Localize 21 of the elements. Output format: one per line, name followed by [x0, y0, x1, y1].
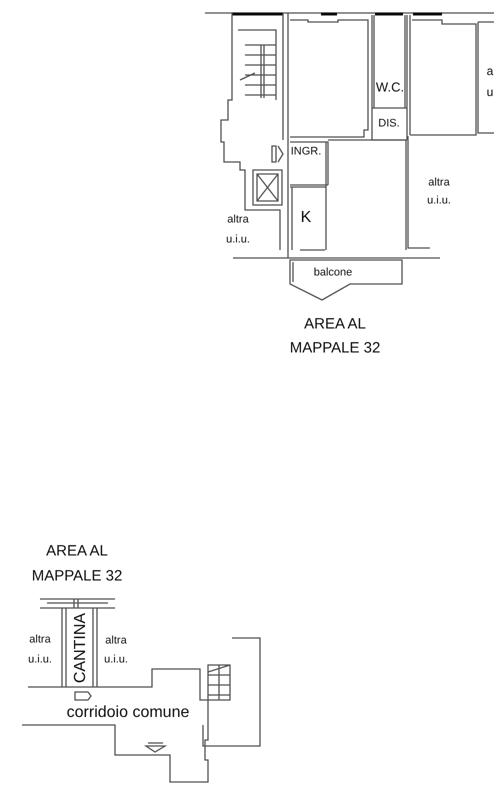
room-label: a	[486, 65, 494, 77]
room-label: altra	[227, 214, 249, 226]
area-title: MAPPALE 32	[290, 340, 380, 356]
room-label: K	[300, 210, 312, 226]
room-label: DIS.	[378, 118, 400, 130]
room-label: CANTINA	[73, 612, 89, 684]
area-title: MAPPALE 32	[32, 568, 122, 584]
room-label: altra	[29, 634, 51, 646]
room-label: u.i.u.	[427, 196, 451, 206]
room-label: u.i.u.	[226, 234, 250, 246]
room-label: corridoio comune	[66, 705, 190, 721]
room-label: W.C.	[376, 80, 404, 94]
room-label: u.i.u.	[28, 654, 52, 666]
room-label: balcone	[314, 268, 352, 278]
area-title: AREA AL	[46, 544, 108, 558]
room-label: altra	[428, 178, 450, 188]
room-label: INGR.	[290, 146, 322, 158]
area-title: AREA AL	[304, 316, 366, 332]
room-label: altra	[105, 636, 127, 646]
room-label: u.i.u.	[104, 654, 128, 666]
room-label: u	[486, 86, 494, 98]
